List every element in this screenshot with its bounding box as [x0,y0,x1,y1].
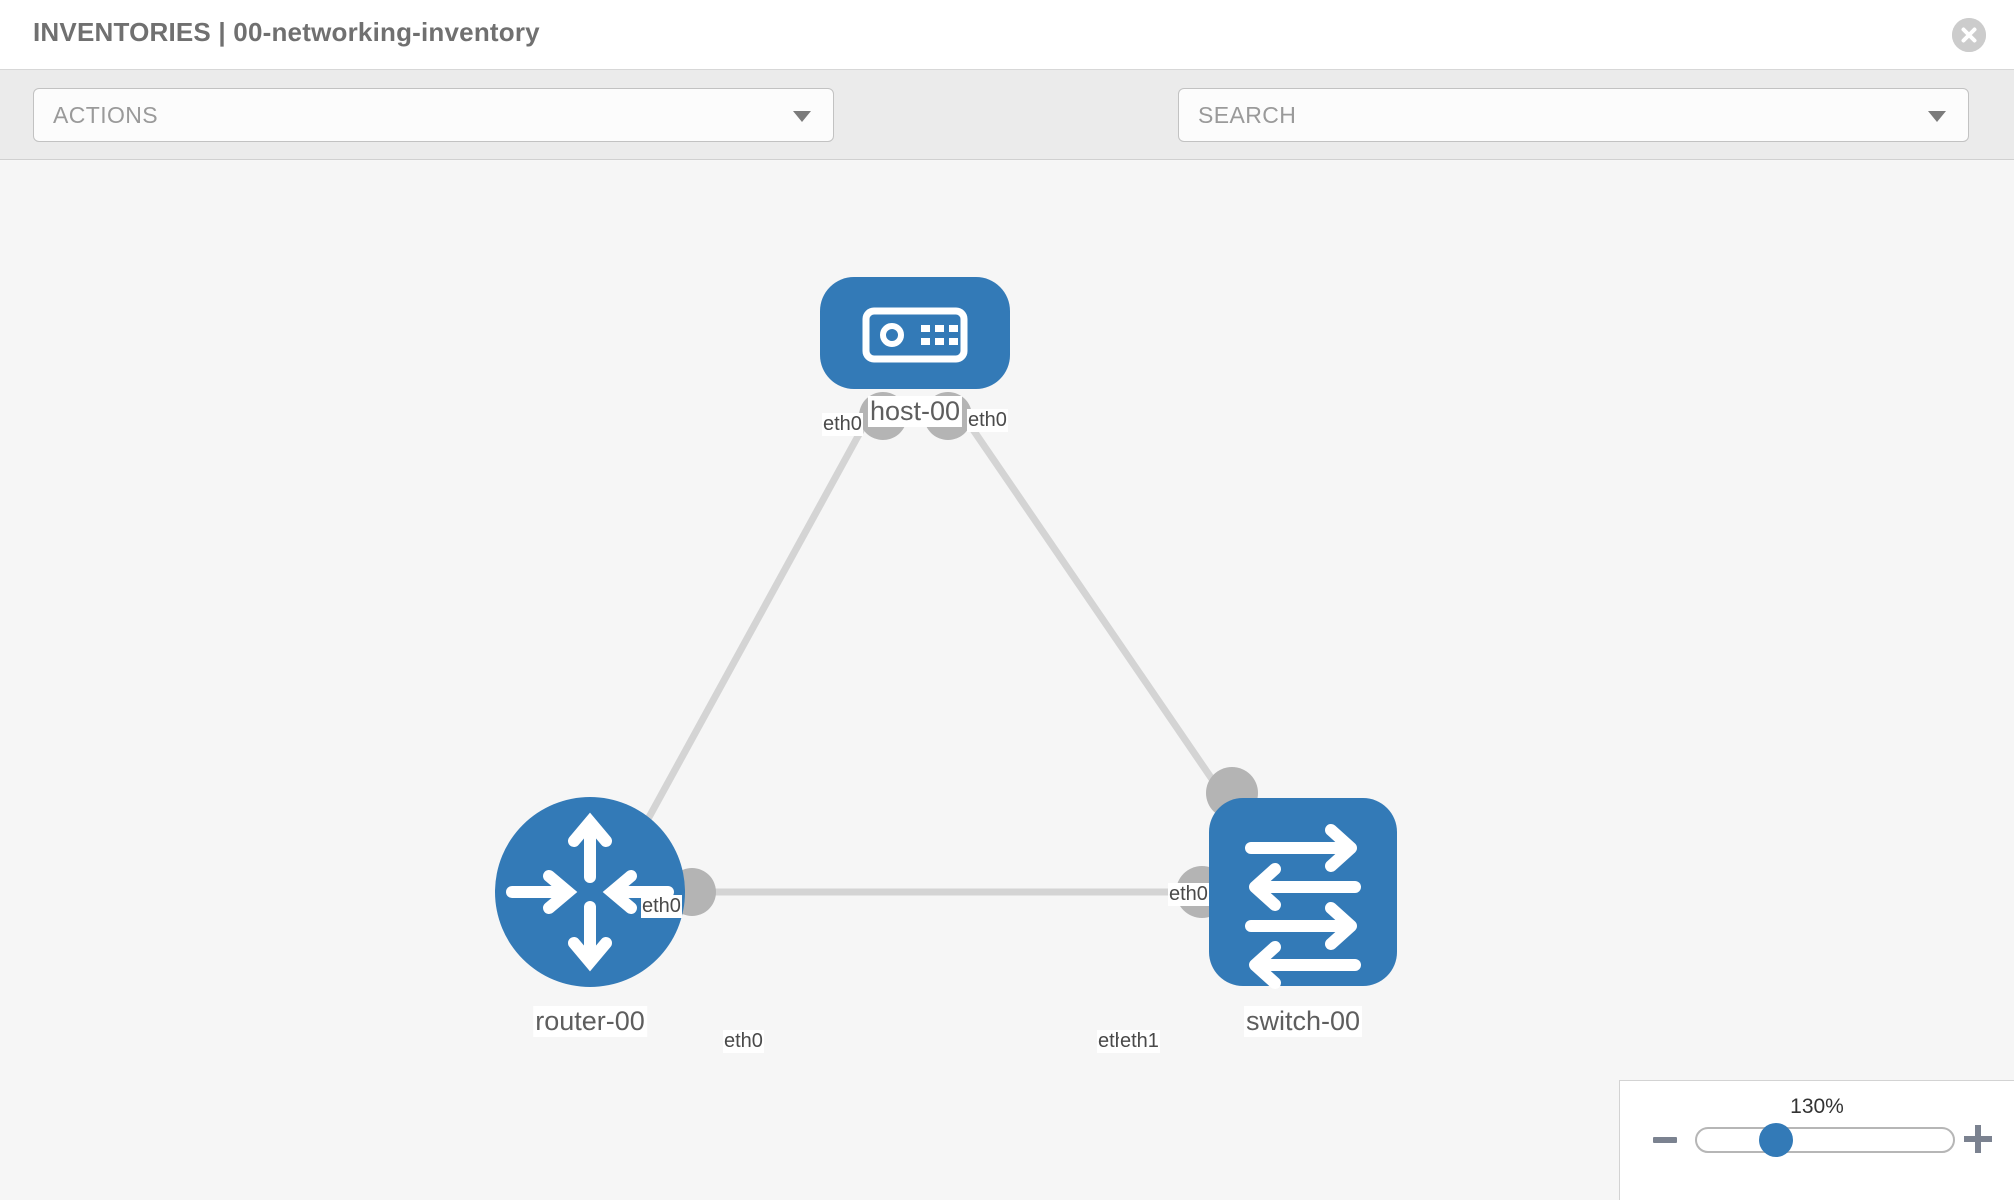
iface-label-host-eth0-right: eth0 [967,409,1008,432]
node-host-00 [820,277,1010,389]
close-icon[interactable] [1952,18,1986,52]
zoom-in-button[interactable] [1964,1125,1992,1153]
topology-links [621,394,1271,896]
node-label-host-00: host-00 [867,396,963,427]
search-input[interactable]: SEARCH [1178,88,1969,142]
zoom-panel: 130% [1619,1080,2014,1200]
node-switch-00 [1209,798,1397,989]
chevron-down-icon [1928,111,1946,122]
chevron-down-icon [793,111,811,122]
actions-dropdown-label: ACTIONS [53,102,159,128]
page-title: INVENTORIES | 00-networking-inventory [33,17,540,47]
topology-ports [668,392,1258,918]
zoom-slider-thumb[interactable] [1759,1123,1793,1157]
iface-label-host-eth0-left: eth0 [822,413,863,436]
link-host-router [621,394,884,863]
node-router-00 [495,797,685,987]
page-header: INVENTORIES | 00-networking-inventory [0,0,2014,70]
iface-label-router-eth0: eth0 [723,1030,764,1053]
iface-label-switch-eth1: eth1 [1119,1030,1160,1053]
zoom-out-button[interactable] [1653,1137,1677,1143]
zoom-slider-track[interactable] [1695,1127,1955,1153]
toolbar: ACTIONS SEARCH [0,70,2014,198]
node-label-switch-00: switch-00 [1243,1006,1363,1037]
topology-canvas[interactable]: host-00 router-00 switch-00 eth0 eth0 et… [0,161,2014,1200]
node-label-router-00: router-00 [533,1006,647,1037]
search-placeholder: SEARCH [1198,102,1297,128]
zoom-level-value: 130% [1790,1095,1844,1118]
iface-label-router-eth0-uplink: eth0 [641,895,682,918]
iface-label-switch-eth0-uplink: eth0 [1168,883,1209,906]
actions-dropdown[interactable]: ACTIONS [33,88,834,142]
